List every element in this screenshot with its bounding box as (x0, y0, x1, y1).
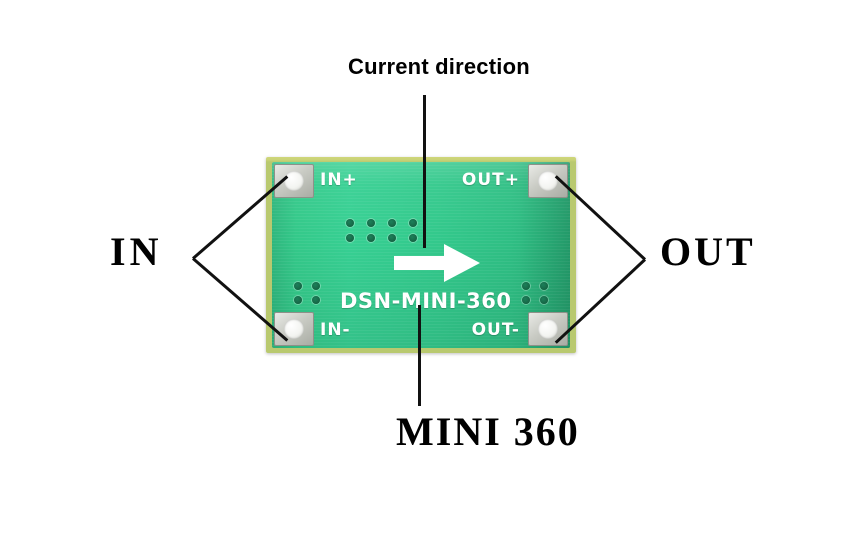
via-hole (540, 296, 548, 304)
annotation-label-mini360: MINI 360 (396, 409, 580, 454)
via-hole (294, 282, 302, 290)
via-hole (409, 234, 417, 242)
via-grid-bottom-right (522, 282, 548, 304)
leader-line-mini360 (418, 305, 421, 406)
via-hole (388, 219, 396, 227)
via-grid-bottom-left (294, 282, 320, 304)
via-grid-center (346, 219, 417, 242)
silkscreen-label-out-minus: OUT- (471, 320, 520, 340)
solder-pad-out-minus (528, 312, 568, 346)
via-hole (522, 296, 530, 304)
via-hole (312, 296, 320, 304)
silkscreen-label-out-plus: OUT+ (461, 170, 520, 190)
via-hole (367, 219, 375, 227)
annotation-label-in: IN (110, 229, 163, 274)
via-hole (346, 219, 354, 227)
via-hole (294, 296, 302, 304)
via-hole (540, 282, 548, 290)
silkscreen-part-number: DSN-MINI-360 (340, 289, 512, 313)
pcb-module: IN+ OUT+ IN- OUT- DSN-MINI-360 (266, 157, 576, 353)
silkscreen-label-in-plus: IN+ (320, 170, 358, 190)
pcb-solder-mask: IN+ OUT+ IN- OUT- DSN-MINI-360 (272, 162, 570, 348)
current-direction-arrow-icon (394, 244, 480, 282)
via-hole (312, 282, 320, 290)
via-hole (409, 219, 417, 227)
via-hole (346, 234, 354, 242)
leader-line-current-direction (423, 95, 426, 248)
via-hole (367, 234, 375, 242)
solder-pad-in-minus (274, 312, 314, 346)
via-hole (388, 234, 396, 242)
solder-pad-out-plus (528, 164, 568, 198)
annotation-label-out: OUT (660, 229, 756, 274)
via-hole (522, 282, 530, 290)
annotation-label-current-direction: Current direction (348, 54, 530, 79)
silkscreen-label-in-minus: IN- (320, 320, 351, 340)
